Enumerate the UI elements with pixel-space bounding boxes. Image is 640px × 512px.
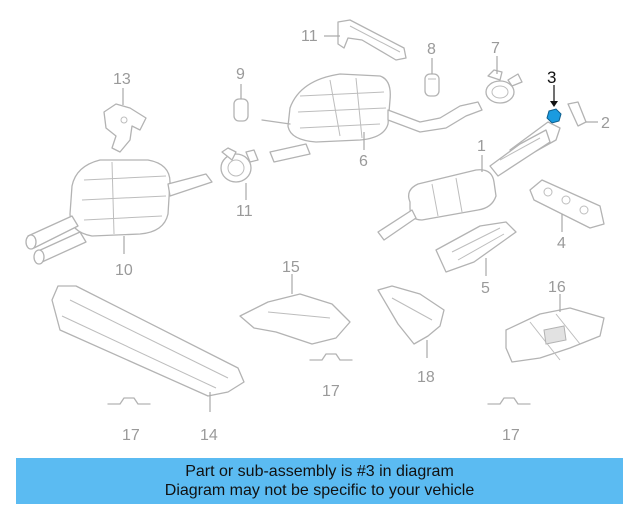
callout-13[interactable]: 13 [113,71,131,88]
part-4-gasket[interactable] [529,179,605,229]
part-10-rear-muffler[interactable] [25,159,213,265]
part-1-front-pipe[interactable] [377,121,561,241]
info-banner: Part or sub-assembly is #3 in diagram Di… [16,458,623,504]
callout-14[interactable]: 14 [200,427,218,444]
part-7-clamp[interactable] [485,69,523,104]
leader-3-arrowhead [550,101,558,107]
part-5-heat-shield[interactable] [435,221,517,273]
callout-3[interactable]: 3 [547,68,556,87]
part-14-crossmember[interactable] [51,285,245,397]
part-18-shield[interactable] [377,285,445,345]
banner-line-2: Diagram may not be specific to your vehi… [164,482,475,499]
callout-4[interactable]: 4 [557,235,566,252]
callout-9[interactable]: 9 [236,66,245,83]
callout-5[interactable]: 5 [481,280,490,297]
part-8-rubber-hanger[interactable] [424,73,440,97]
banner-line-1: Part or sub-assembly is #3 in diagram [185,463,454,480]
part-17-clip-b[interactable] [309,353,353,361]
callout-10[interactable]: 10 [115,262,133,279]
part-12-bracket[interactable] [337,19,407,61]
part-11-clamp[interactable] [220,147,259,183]
part-17-clip-a[interactable] [107,397,151,405]
callout-12[interactable]: 11 [301,28,318,45]
exhaust-parts-diagram: 11 8 7 9 13 6 [25,19,610,444]
callout-8[interactable]: 8 [427,41,436,58]
callout-17-b[interactable]: 17 [322,383,340,400]
callout-2[interactable]: 2 [601,115,610,132]
callout-16[interactable]: 16 [548,279,566,296]
callout-15[interactable]: 15 [282,259,300,276]
part-2-gasket[interactable] [567,101,587,127]
part-6-center-muffler[interactable] [261,73,483,163]
part-17-clip-c[interactable] [487,397,531,405]
part-15-shield[interactable] [239,293,351,345]
part-16-bracket[interactable] [505,307,605,363]
callout-18[interactable]: 18 [417,369,435,386]
part-13-hanger-bracket[interactable] [103,103,147,153]
part-3-nut[interactable] [546,108,562,124]
callout-11[interactable]: 11 [236,203,253,220]
callout-17-c[interactable]: 17 [502,427,520,444]
part-3-highlight [546,108,562,124]
part-9-rubber-hanger[interactable] [233,98,249,122]
callout-17-a[interactable]: 17 [122,427,140,444]
callout-6[interactable]: 6 [359,153,368,170]
callout-1[interactable]: 1 [477,138,486,155]
callout-7[interactable]: 7 [491,40,500,57]
